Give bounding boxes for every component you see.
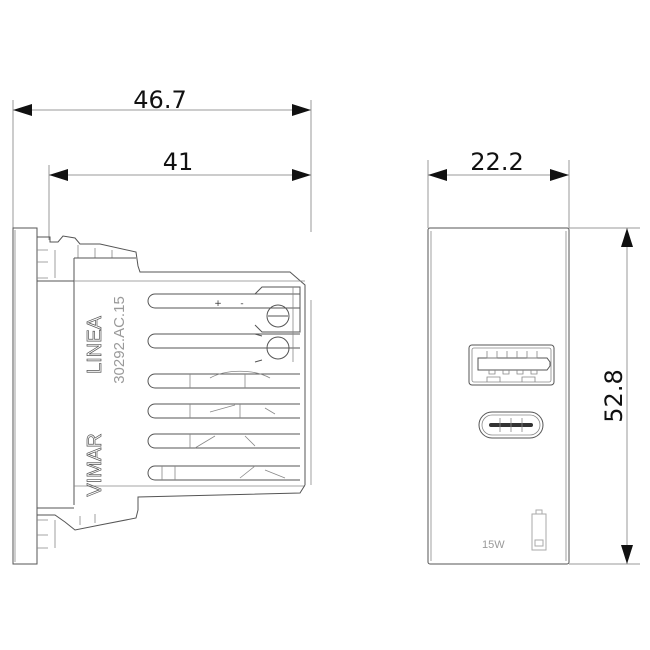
body-depth-value: 41 bbox=[163, 148, 194, 176]
width-value: 22.2 bbox=[470, 148, 523, 176]
brand-label: VIMAR bbox=[84, 433, 106, 496]
side-view-module: + - LINEA 30292.AC.15 VIMAR bbox=[12, 227, 312, 565]
terminal-minus-label: - bbox=[240, 299, 243, 309]
dimension-overall-depth: 46.7 bbox=[12, 86, 312, 232]
series-label: LINEA bbox=[84, 315, 106, 373]
overall-depth-value: 46.7 bbox=[133, 86, 186, 114]
cooling-fins bbox=[147, 293, 300, 481]
dimension-body-depth: 41 bbox=[48, 148, 311, 240]
power-rating-label: 15W bbox=[482, 539, 505, 551]
usb-c-port-icon bbox=[478, 411, 544, 439]
product-code-label: 30292.AC.15 bbox=[111, 296, 128, 384]
dimension-height: 52.8 bbox=[569, 227, 640, 565]
dimension-width: 22.2 bbox=[427, 148, 570, 228]
terminal-plus-label: + bbox=[214, 299, 222, 309]
front-view-module: 15W bbox=[427, 227, 570, 565]
height-value: 52.8 bbox=[600, 369, 628, 422]
battery-icon bbox=[531, 509, 547, 551]
screw-terminals bbox=[254, 286, 301, 363]
usb-a-port-icon bbox=[468, 344, 555, 386]
